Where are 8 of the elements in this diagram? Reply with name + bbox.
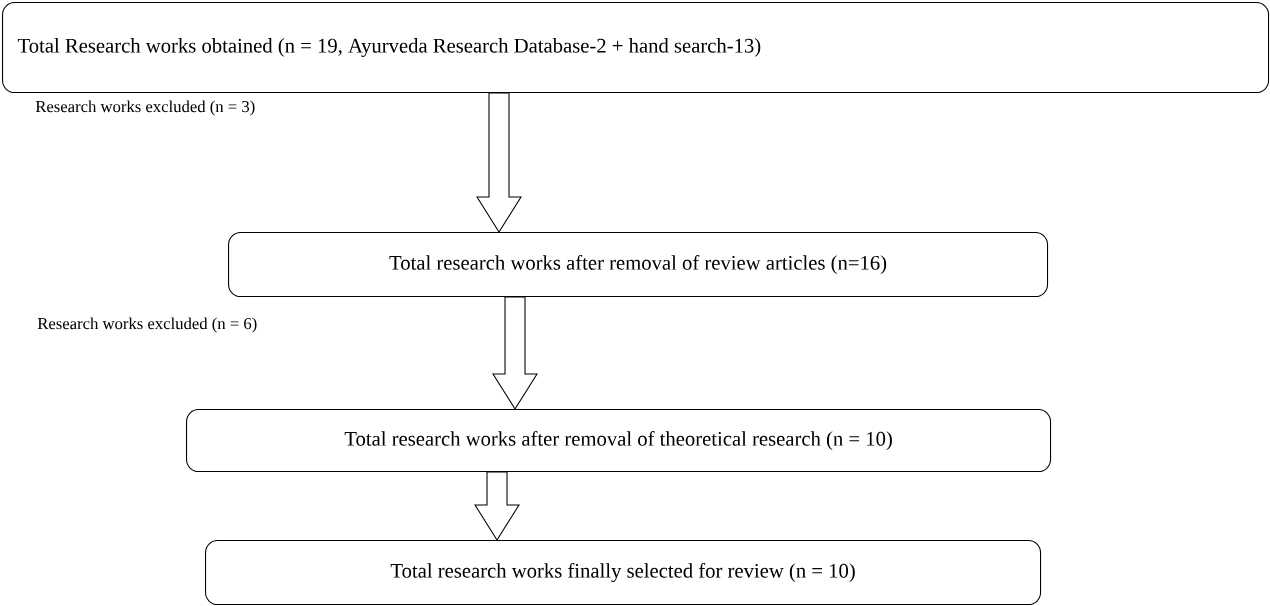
process-box: Total research works after removal of review articles (n=16) xyxy=(228,232,1049,298)
block-arrow xyxy=(474,471,520,541)
process-box: Total research works after removal of theoretical research (n = 10) xyxy=(186,409,1052,473)
block-arrow xyxy=(492,296,538,410)
process-box: Total Research works obtained (n = 19, Ayurveda Research Database-2 + hand search-13) xyxy=(2,2,1270,94)
process-box: Total research works finally selected for review (n = 10) xyxy=(205,540,1042,606)
note-text: Research works excluded (n = 6) xyxy=(37,317,257,333)
block-arrow xyxy=(476,92,522,233)
